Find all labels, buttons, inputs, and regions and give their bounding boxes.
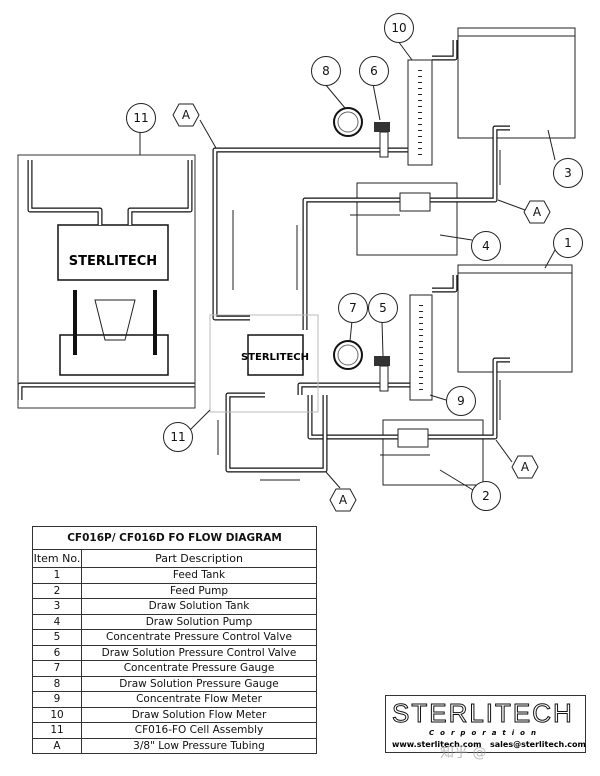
item-no: 11	[32, 722, 82, 739]
part-description: CF016-FO Cell Assembly	[81, 722, 317, 739]
leader-lines	[139, 40, 556, 491]
logo-website: www.sterlitech.com	[392, 740, 482, 749]
draw-solution-tank	[457, 27, 576, 139]
part-description: 3/8" Low Pressure Tubing	[81, 737, 317, 754]
watermark: 知乎 @	[440, 745, 487, 761]
draw-solution-flow-meter	[407, 59, 433, 166]
parts-table: CF016P/ CF016D FO FLOW DIAGRAM Item No. …	[32, 526, 317, 754]
logo-email: sales@sterlitech.com	[490, 740, 586, 749]
item-no: 1	[32, 567, 82, 584]
draw-solution-pressure-gauge	[333, 107, 363, 137]
callout-4: 4	[471, 231, 501, 261]
concentrate-valve	[374, 356, 390, 392]
cell-inset-view: STERLITECH	[17, 154, 196, 409]
callout-11-cell: 11	[163, 422, 193, 452]
logo-name: STERLITECH	[392, 698, 574, 729]
logo-corporation: Corporation	[429, 729, 542, 737]
concentrate-pressure-gauge	[333, 340, 363, 370]
item-no: 10	[32, 706, 82, 723]
item-no: 6	[32, 644, 82, 661]
concentrate-flow-meter	[409, 294, 433, 401]
feed-tank	[457, 264, 573, 373]
item-no: 5	[32, 629, 82, 646]
inset-logo-text: STERLITECH	[69, 254, 157, 269]
tubing-callout-a: A	[511, 455, 539, 479]
table-title: CF016P/ CF016D FO FLOW DIAGRAM	[32, 526, 317, 550]
callout-3: 3	[553, 158, 583, 188]
tubing-callout-a: A	[329, 488, 357, 512]
item-no: 9	[32, 691, 82, 708]
callout-7: 7	[338, 293, 368, 323]
callout-2: 2	[471, 481, 501, 511]
item-no: 3	[32, 598, 82, 615]
cell-assembly: STERLITECH	[209, 314, 319, 413]
sterlitech-logo: STERLITECH Corporation www.sterlitech.co…	[385, 695, 586, 753]
part-description: Concentrate Pressure Gauge	[81, 660, 317, 677]
header-description: Part Description	[81, 549, 317, 568]
callout-10: 10	[384, 13, 414, 43]
callout-1: 1	[553, 228, 583, 258]
tubing	[17, 40, 510, 473]
callout-5: 5	[368, 293, 398, 323]
item-no: 2	[32, 582, 82, 599]
callout-9: 9	[446, 386, 476, 416]
part-description: Draw Solution Tank	[81, 598, 317, 615]
part-description: Feed Pump	[81, 582, 317, 599]
part-description: Draw Solution Flow Meter	[81, 706, 317, 723]
item-no: 7	[32, 660, 82, 677]
part-description: Draw Solution Pressure Control Valve	[81, 644, 317, 661]
part-description: Feed Tank	[81, 567, 317, 584]
draw-solution-valve	[374, 122, 390, 158]
item-no: 8	[32, 675, 82, 692]
part-description: Draw Solution Pump	[81, 613, 317, 630]
part-description: Concentrate Pressure Control Valve	[81, 629, 317, 646]
tubing-callout-a: A	[172, 103, 200, 127]
header-item-no: Item No.	[32, 549, 82, 568]
part-description: Concentrate Flow Meter	[81, 691, 317, 708]
callout-6: 6	[359, 56, 389, 86]
item-no: A	[32, 737, 82, 754]
item-no: 4	[32, 613, 82, 630]
tubing-callout-a: A	[523, 200, 551, 224]
callout-11-inset: 11	[126, 103, 156, 133]
callout-8: 8	[311, 56, 341, 86]
cell-logo-text: STERLITECH	[241, 352, 309, 363]
part-description: Draw Solution Pressure Gauge	[81, 675, 317, 692]
